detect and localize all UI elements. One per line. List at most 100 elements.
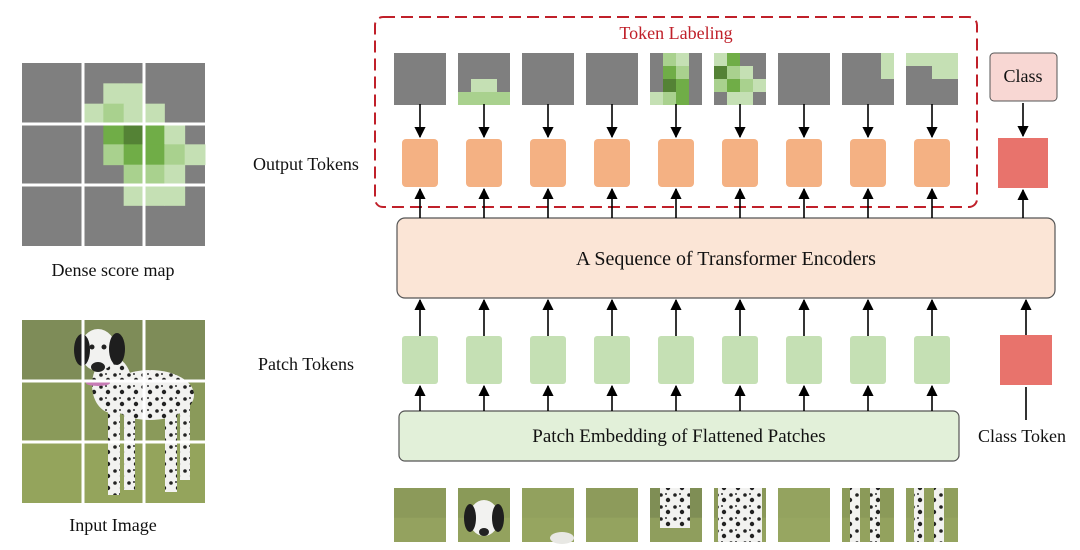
patch-token — [402, 336, 438, 384]
score-patch-cell — [727, 79, 740, 92]
output-token — [402, 139, 438, 187]
token-labeling-box — [374, 16, 978, 208]
output-tokens-label: Output Tokens — [253, 154, 359, 174]
score-cell — [123, 124, 145, 145]
patch-embedding-box — [398, 410, 960, 462]
dog-ear — [492, 504, 504, 532]
token-labeling-title: Token Labeling — [619, 23, 732, 43]
score-patch-cell — [714, 53, 727, 66]
score-patch — [522, 53, 574, 105]
score-patch-cell — [906, 53, 919, 66]
dog-leg — [934, 488, 944, 542]
score-patch-cell — [932, 66, 945, 79]
score-patch-cell — [714, 79, 727, 92]
dog-fur — [718, 488, 762, 542]
image-patches-row — [394, 488, 958, 544]
score-patch — [394, 53, 446, 105]
output-token — [722, 139, 758, 187]
input-image — [22, 320, 205, 503]
patch-token — [722, 336, 758, 384]
score-patch-cell — [471, 79, 484, 92]
score-patch-cell — [484, 79, 497, 92]
score-patch-cell — [881, 66, 894, 79]
output-token — [466, 139, 502, 187]
score-cell — [164, 124, 186, 145]
score-patch-cell — [932, 53, 945, 66]
score-cell — [184, 144, 206, 166]
score-patch-cell — [881, 53, 894, 66]
image-patch-grass — [906, 517, 958, 542]
patch-tokens-label: Patch Tokens — [258, 354, 354, 374]
score-cell — [103, 144, 125, 166]
output-token — [914, 139, 950, 187]
class-token-label: Class Token — [978, 426, 1066, 446]
score-cell — [103, 103, 125, 125]
dense-score-map — [22, 63, 206, 246]
score-patch-cell — [663, 53, 676, 66]
score-patch-cell — [945, 53, 958, 66]
score-patch-cell — [753, 79, 766, 92]
score-cell — [103, 124, 125, 145]
input-image-label: Input Image — [69, 515, 156, 535]
score-cell — [144, 185, 165, 206]
score-patch-cell — [663, 92, 676, 105]
patch-token — [658, 336, 694, 384]
patch-embedding-label: Patch Embedding of Flattened Patches — [532, 426, 825, 447]
score-patch-cell — [650, 92, 663, 105]
output-token — [530, 139, 566, 187]
score-cell — [103, 83, 125, 105]
score-patch-cell — [663, 66, 676, 79]
score-patch — [778, 53, 830, 105]
patch-token — [914, 336, 950, 384]
image-patch-grass — [778, 517, 830, 542]
output-token — [658, 139, 694, 187]
score-patch-cell — [663, 79, 676, 92]
patch-token — [594, 336, 630, 384]
score-patch-cell — [676, 66, 689, 79]
score-cell — [123, 83, 145, 105]
score-patch-cell — [676, 53, 689, 66]
score-patch-cell — [919, 53, 932, 66]
patch-token — [850, 336, 886, 384]
score-cell — [123, 164, 145, 186]
patch-token — [530, 336, 566, 384]
output-token — [594, 139, 630, 187]
dog-leg — [870, 488, 880, 542]
score-patch-cell — [727, 92, 740, 105]
score-patch-cell — [740, 79, 753, 92]
class-output-token — [998, 138, 1048, 188]
score-patch-cell — [471, 92, 484, 105]
patch-tokens-row — [402, 336, 950, 384]
arrows — [414, 103, 1032, 420]
dog-fur — [660, 488, 690, 528]
score-patches-row — [394, 53, 958, 105]
dog-nose — [479, 528, 489, 536]
dog-face — [469, 500, 499, 536]
class-label-box — [989, 52, 1058, 102]
patch-token — [466, 336, 502, 384]
score-patch-cell — [497, 92, 510, 105]
score-cell — [123, 103, 145, 125]
score-cell — [144, 164, 165, 186]
class-label-text: Class — [1003, 66, 1042, 86]
score-cell — [83, 103, 104, 125]
dog-leg — [914, 488, 924, 542]
score-patch-cell — [676, 79, 689, 92]
image-patch-grass — [586, 517, 638, 542]
score-cell — [144, 103, 165, 125]
score-patch-cell — [458, 92, 471, 105]
dog-ear — [464, 504, 476, 532]
score-patch-cell — [740, 92, 753, 105]
score-patch-cell — [676, 92, 689, 105]
score-patch-cell — [727, 66, 740, 79]
score-cell — [164, 144, 186, 166]
output-token — [850, 139, 886, 187]
output-tokens-row — [402, 139, 950, 187]
score-cell — [123, 185, 145, 206]
output-token — [786, 139, 822, 187]
score-patch-cell — [945, 66, 958, 79]
score-patch-cell — [727, 53, 740, 66]
transformer-encoders-label: A Sequence of Transformer Encoders — [576, 248, 876, 270]
score-cell — [144, 144, 165, 166]
